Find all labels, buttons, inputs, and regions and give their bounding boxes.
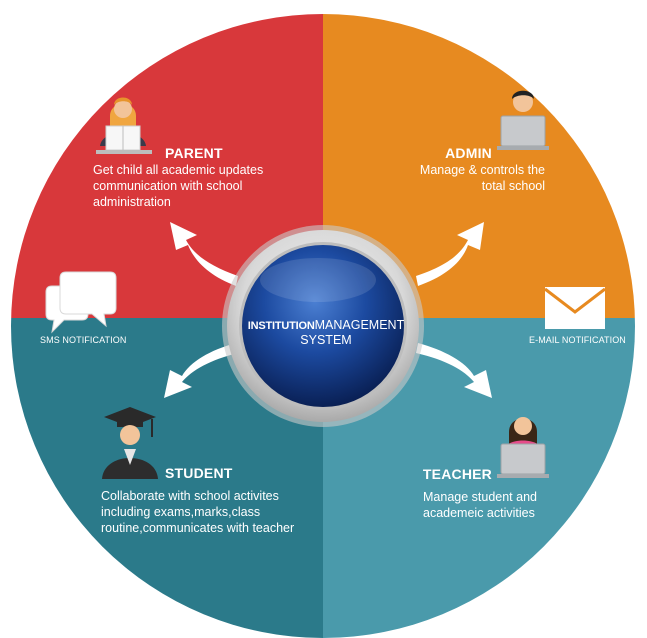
admin-desc-line: Manage & controls the [419,163,545,177]
student-graduate-icon [102,407,158,479]
teacher-title: TEACHER [422,466,492,482]
student-desc-line: routine,communicates with teacher [101,521,295,535]
teacher-desc-line: academeic activities [423,506,535,520]
arrow-parent-icon [170,222,238,286]
student-desc-line: including exams,marks,class [101,505,261,519]
center-system-name: INSTITUTIONMANAGEMENT SYSTEM [233,318,419,347]
teacher-description: Manage student and academeic activities [423,489,593,521]
admin-description: Manage & controls the total school [360,162,545,194]
arrow-student-icon [164,343,238,398]
student-desc-line: Collaborate with school activites [101,489,279,503]
teacher-laptop-icon [497,417,549,478]
center-lens [222,225,424,427]
sms-bubbles-icon [45,271,117,334]
email-envelope-icon [544,287,606,329]
arrows [164,222,492,398]
arrow-admin-icon [416,222,484,286]
admin-title: ADMIN [445,145,492,161]
admin-laptop-icon [497,90,549,150]
center-word-management: MANAGEMENT [314,318,405,332]
parent-description: Get child all academic updates communica… [93,162,323,210]
student-description: Collaborate with school activites includ… [101,488,321,536]
admin-desc-line: total school [481,179,545,193]
teacher-desc-line: Manage student and [423,490,537,504]
parent-reading-icon [96,97,152,154]
center-word-institution: INSTITUTION [247,320,315,332]
center-line-2: SYSTEM [300,333,352,347]
parent-desc-line: communication with school [93,179,243,193]
student-title: STUDENT [165,465,233,481]
arrow-teacher-icon [416,343,492,398]
center-line-1: INSTITUTIONMANAGEMENT [233,318,419,333]
parent-desc-line: administration [93,195,171,209]
email-notification-label: E-MAIL NOTIFICATION [529,335,626,345]
parent-desc-line: Get child all academic updates [93,163,264,177]
parent-title: PARENT [165,145,223,161]
sms-notification-label: SMS NOTIFICATION [40,335,127,345]
